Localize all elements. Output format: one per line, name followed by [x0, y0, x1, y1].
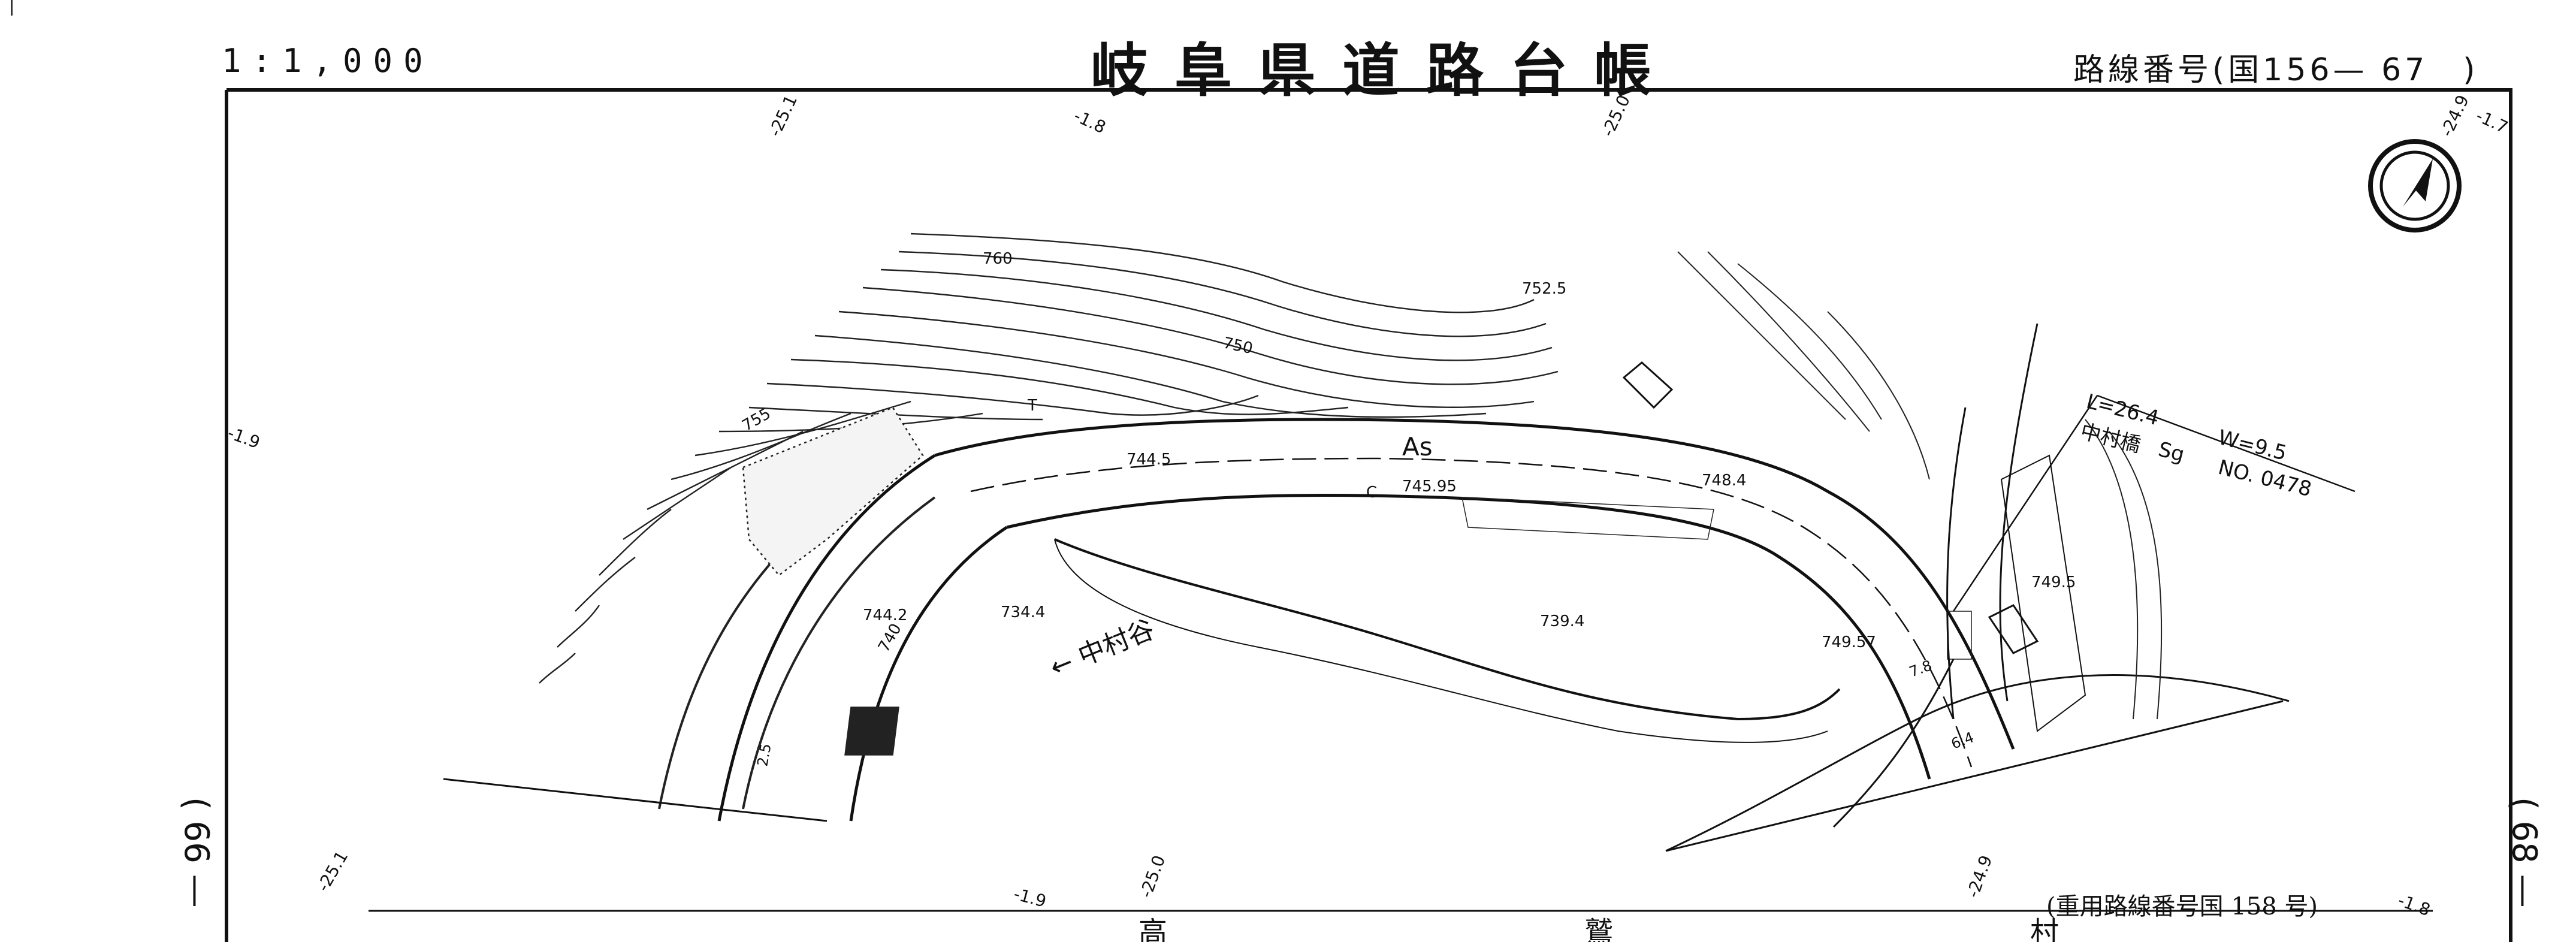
road-centerline — [970, 457, 1973, 768]
hillside-right — [1677, 251, 2163, 720]
page-title: 岐阜県道路台帳 — [1091, 37, 1678, 104]
map-symbols: C T — [1027, 397, 1377, 502]
bridge-number: NO. 0478 — [2216, 455, 2314, 502]
retaining-walls — [844, 497, 1972, 756]
bridge-name: 中村橋 — [2078, 419, 2143, 457]
bridge-label: L=26.4 W=9.5 中村橋 Sg NO. 0478 — [2078, 390, 2314, 502]
spot-height: 752.5 — [1522, 280, 1566, 298]
map-frame — [227, 88, 2512, 942]
contour-lines — [539, 233, 1559, 684]
ground-line-right — [1665, 700, 2284, 852]
buildings — [1622, 361, 2039, 654]
road-width: 2.5 — [754, 742, 774, 768]
stream-name-label: ← 中村谷 — [1046, 614, 1159, 683]
margin-mark: -1.8 — [1071, 105, 1109, 137]
spot-height: 744.5 — [1127, 451, 1171, 469]
duplicate-route-note: (重用路線番号国 158 号) — [2046, 893, 2318, 920]
spot-heights: 752.5 744.5 745.95 748.4 749.5 744.2 734… — [863, 280, 2076, 651]
ground-line-left — [443, 778, 828, 822]
contour-labels: 760 755 750 740 — [739, 250, 1255, 656]
margin-mark: -1.9 — [1011, 884, 1048, 911]
spot-height: 734.4 — [1001, 603, 1045, 621]
bridge-type: Sg — [2156, 437, 2187, 467]
margin-mark: -25.1 — [765, 92, 801, 140]
bridge-structure — [2000, 454, 2086, 732]
road-width-labels: 7.8 6.4 2.5 — [754, 657, 1976, 768]
margin-mark: -24.9 — [2436, 92, 2473, 140]
spot-height: 744.2 — [863, 606, 907, 624]
spot-height: 745.95 — [1402, 478, 1457, 496]
map-scale: 1:1,000 — [222, 42, 434, 80]
north-arrow-icon — [2368, 139, 2462, 233]
road-width: 6.4 — [1949, 729, 1976, 752]
road-surface-label: As — [1402, 432, 1433, 461]
branch-road — [1665, 323, 2290, 852]
spot-height: 749.57 — [1822, 633, 1876, 651]
margin-mark: -25.0 — [1136, 853, 1170, 900]
river-bank-north — [1054, 538, 1841, 721]
margin-mark: -25.0 — [1597, 92, 1634, 140]
contour-label: 760 — [983, 250, 1013, 268]
margin-mark: -25.1 — [313, 847, 352, 895]
spot-height: 749.5 — [2031, 573, 2076, 591]
road-edges — [717, 418, 2015, 822]
symbol-t: T — [1027, 397, 1037, 415]
page-number-left: ( 66 — — [177, 797, 216, 908]
margin-mark: -1.9 — [225, 423, 263, 453]
margin-mark: -24.9 — [1963, 853, 1997, 900]
spot-height: 748.4 — [1702, 472, 1746, 490]
bridge-leader — [1952, 395, 2098, 612]
route-number: 路線番号(国156— 67 ) — [2073, 52, 2479, 88]
margin-mark: -1.7 — [2473, 105, 2511, 137]
spot-height: 739.4 — [1540, 612, 1584, 630]
fill-area — [742, 406, 924, 576]
village-name: 高 鷲 村 — [1138, 916, 2179, 942]
bridge-label-line — [2097, 394, 2355, 493]
margin-mark: -1.8 — [2396, 890, 2433, 920]
margin-marks: -25.1 -1.8 -25.0 -24.9 -1.7 -1.9 -25.1 -… — [225, 92, 2511, 920]
road-width: 7.8 — [1907, 657, 1934, 680]
symbol-c: C — [1366, 484, 1377, 502]
contour-label: 750 — [1222, 334, 1255, 358]
river-bank-south — [1054, 539, 1828, 743]
corner-tick — [11, 0, 13, 16]
